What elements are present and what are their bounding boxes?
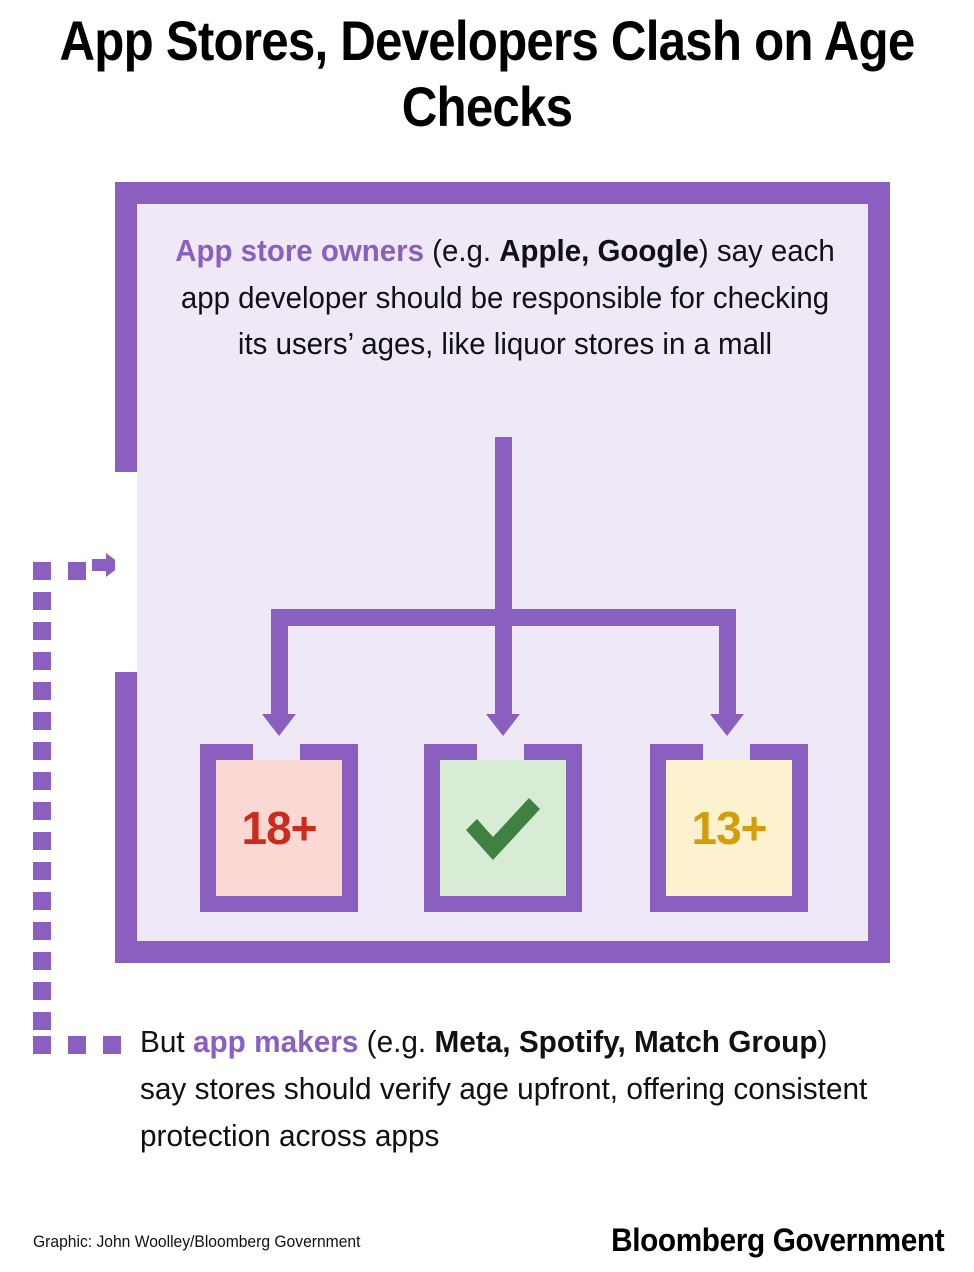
card-frame-left <box>650 744 666 912</box>
check-icon <box>440 760 566 896</box>
app-store-owners-statement: App store owners (e.g. Apple, Google) sa… <box>168 228 843 368</box>
app-makers-counterpoint: But app makers (e.g. Meta, Spotify, Matc… <box>140 1018 870 1159</box>
stem-vertical <box>495 437 512 609</box>
statement-companies: Apple, Google <box>499 233 699 268</box>
card-frame-top-right <box>524 744 582 760</box>
card-frame-right <box>566 744 582 912</box>
drop-middle <box>495 609 512 717</box>
card-approved <box>424 744 582 912</box>
drop-left <box>271 609 288 717</box>
card-frame-top-right <box>750 744 808 760</box>
arrowhead-left-icon <box>262 714 296 736</box>
card-fill <box>666 760 792 896</box>
card-frame-top-right <box>300 744 358 760</box>
page-title: App Stores, Developers Clash on Age Chec… <box>59 9 916 139</box>
card-frame-bottom <box>650 896 808 912</box>
card-frame-top-left <box>424 744 477 760</box>
counterpoint-lead: But <box>140 1024 193 1059</box>
statement-highlight: App store owners <box>175 233 424 268</box>
card-frame-right <box>342 744 358 912</box>
counterpoint-highlight: app makers <box>192 1024 359 1059</box>
card-label: 13+ <box>691 802 767 854</box>
arrowhead-middle-icon <box>486 714 520 736</box>
card-age-18-plus: 18+ <box>200 744 358 912</box>
drop-right <box>719 609 736 717</box>
counterpoint-mid-open: (e.g. <box>358 1024 435 1059</box>
arrowhead-right-icon <box>710 714 744 736</box>
card-frame-left <box>200 744 216 912</box>
card-frame-bottom <box>200 896 358 912</box>
graphic-credit: Graphic: John Woolley/Bloomberg Governme… <box>33 1232 361 1251</box>
card-frame-top-left <box>200 744 253 760</box>
statement-rest: ) say each app developer should be respo… <box>180 233 835 361</box>
counterpoint-rest: ) say stores should verify age upfront, … <box>140 1024 868 1154</box>
card-frame-bottom <box>424 896 582 912</box>
card-label: 18+ <box>241 802 317 854</box>
statement-mid-open: (e.g. <box>423 233 500 268</box>
card-fill <box>216 760 342 896</box>
counterpoint-companies: Meta, Spotify, Match Group <box>434 1024 818 1059</box>
card-frame-left <box>424 744 440 912</box>
card-frame-top-left <box>650 744 703 760</box>
bloomberg-government-logo: Bloomberg Government <box>610 1222 945 1258</box>
panel-left-border-gap <box>115 472 137 672</box>
card-age-13-plus: 13+ <box>650 744 808 912</box>
card-frame-right <box>792 744 808 912</box>
